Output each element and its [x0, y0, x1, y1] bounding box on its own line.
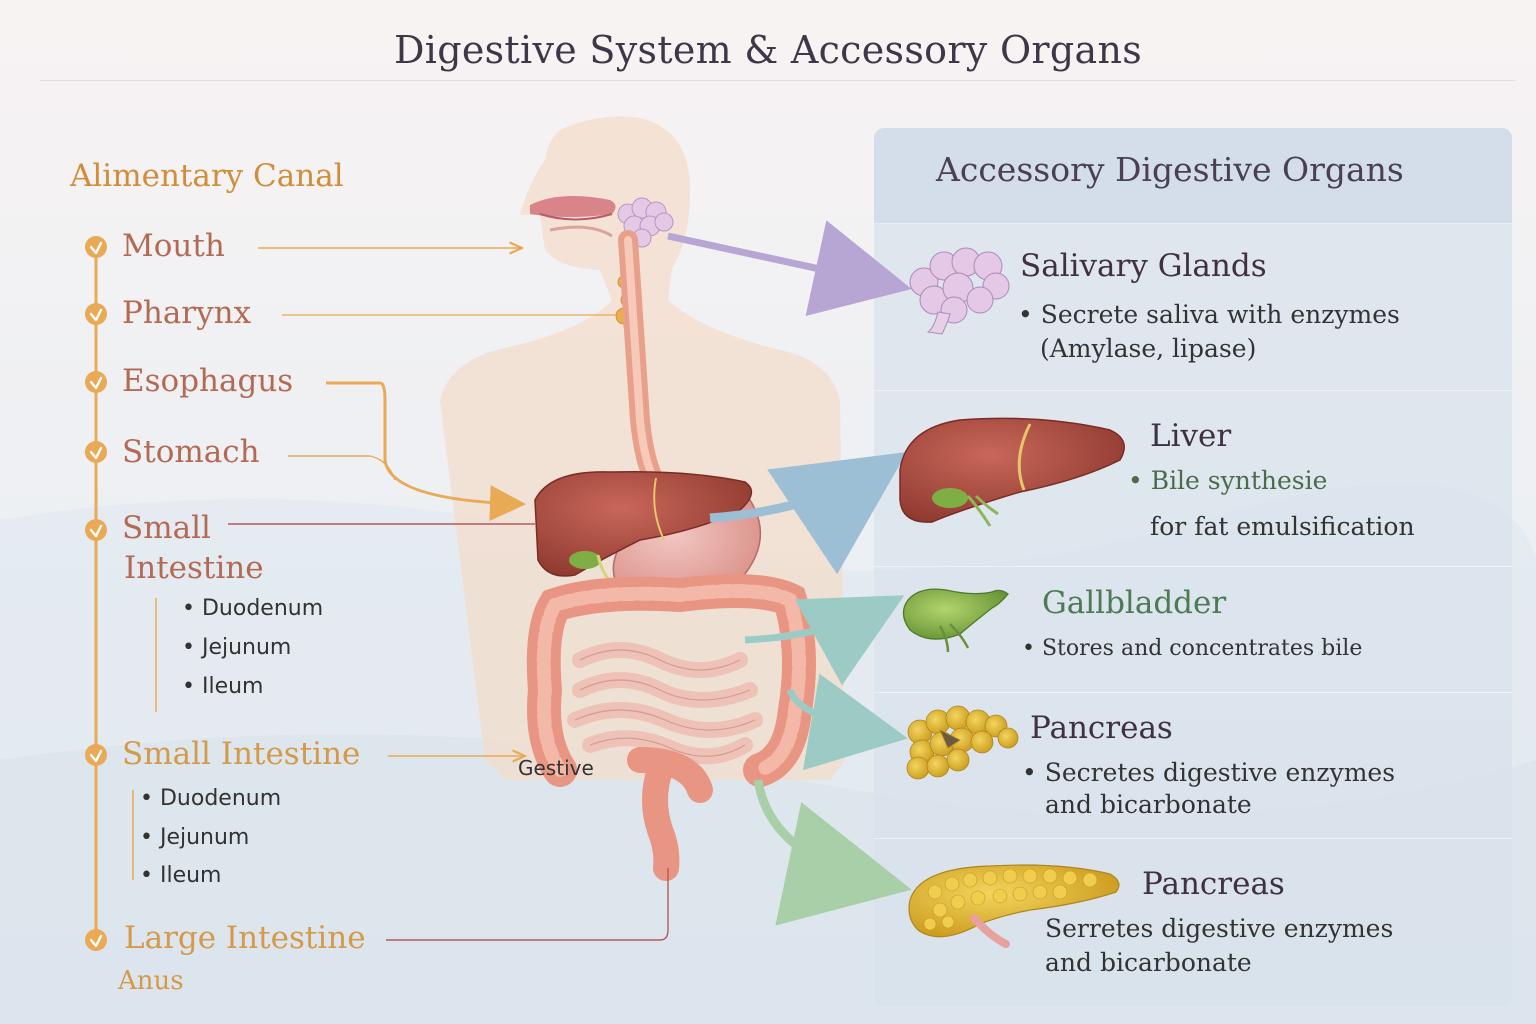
- sub-item-jejunum: • Jejunum: [182, 635, 292, 660]
- canal-item-pharynx: Pharynx: [122, 295, 252, 331]
- accessory-organs-heading: Accessory Digestive Organs: [936, 150, 1404, 189]
- esophagus-leader: [326, 381, 526, 522]
- canal-item-anus: Anus: [118, 966, 184, 996]
- organ-title-salivary-glands: Salivary Glands: [1020, 248, 1267, 284]
- canal-item-small-intestine-2: Small Intestine: [122, 736, 361, 772]
- pancreas-2-arrow: [753, 779, 912, 926]
- timeline-node: [85, 236, 107, 951]
- title-divider: [40, 80, 1516, 81]
- panel-divider: [874, 566, 1512, 567]
- salivary-arrow: [667, 220, 912, 317]
- alimentary-canal-heading: Alimentary Canal: [70, 158, 344, 194]
- pancreas-arrow: [786, 673, 908, 771]
- canal-item-stomach: Stomach: [122, 434, 260, 470]
- organ-title-liver: Liver: [1150, 418, 1232, 454]
- pancreas-illustration: [906, 705, 1019, 780]
- organ-desc-pancreas-2-line1: Serretes digestive enzymes: [1045, 914, 1394, 943]
- organ-desc-salivary-line1: • Secrete saliva with enzymes: [1018, 300, 1400, 329]
- gallbladder-illustration: [902, 588, 1009, 653]
- organ-desc-gallbladder: • Stores and concentrates bile: [1022, 636, 1363, 661]
- accessory-panel-header: [874, 128, 1512, 224]
- organ-desc-liver-line1: • Bile synthesie: [1128, 466, 1328, 495]
- sub-item-duodenum: • Duodenum: [140, 786, 282, 811]
- panel-divider: [874, 390, 1512, 391]
- canal-item-small-intestine-line2: Intestine: [124, 550, 264, 586]
- sub-item-jejunum: • Jejunum: [140, 825, 250, 850]
- sub-item-ileum: • Ileum: [182, 674, 264, 699]
- canal-item-large-intestine: Large Intestine: [124, 920, 366, 956]
- salivary-glands-illustration: [909, 247, 1010, 335]
- panel-divider: [874, 692, 1512, 693]
- liver: [534, 470, 753, 577]
- panel-divider: [874, 838, 1512, 839]
- organ-desc-pancreas-2-line2: and bicarbonate: [1045, 948, 1252, 977]
- pancreas-2-illustration: [908, 864, 1120, 948]
- sub-item-duodenum: • Duodenum: [182, 596, 324, 621]
- organ-desc-pancreas-line2: and bicarbonate: [1045, 790, 1252, 819]
- liver-illustration: [899, 417, 1125, 527]
- sub-item-ileum: • Ileum: [140, 863, 222, 888]
- large-intestine-leader: [386, 868, 669, 941]
- canal-item-small-intestine-line1: Small: [122, 510, 211, 546]
- organ-desc-salivary-line2: (Amylase, lipase): [1040, 334, 1257, 363]
- center-label: Gestive: [518, 756, 594, 780]
- canal-item-mouth: Mouth: [122, 228, 225, 264]
- organ-title-gallbladder: Gallbladder: [1042, 585, 1227, 621]
- organ-title-pancreas: Pancreas: [1030, 710, 1173, 746]
- gallbladder-arrow: [744, 595, 905, 686]
- rectum: [642, 757, 680, 881]
- liver-arrow: [709, 452, 907, 575]
- stomach-leader: [288, 455, 396, 481]
- organ-title-pancreas-2: Pancreas: [1142, 866, 1285, 902]
- page-title: Digestive System & Accessory Organs: [393, 28, 1143, 72]
- organ-desc-liver-line2: for fat emulsification: [1150, 512, 1415, 541]
- organ-desc-pancreas-line1: • Secretes digestive enzymes: [1022, 758, 1396, 787]
- canal-item-esophagus: Esophagus: [122, 363, 294, 399]
